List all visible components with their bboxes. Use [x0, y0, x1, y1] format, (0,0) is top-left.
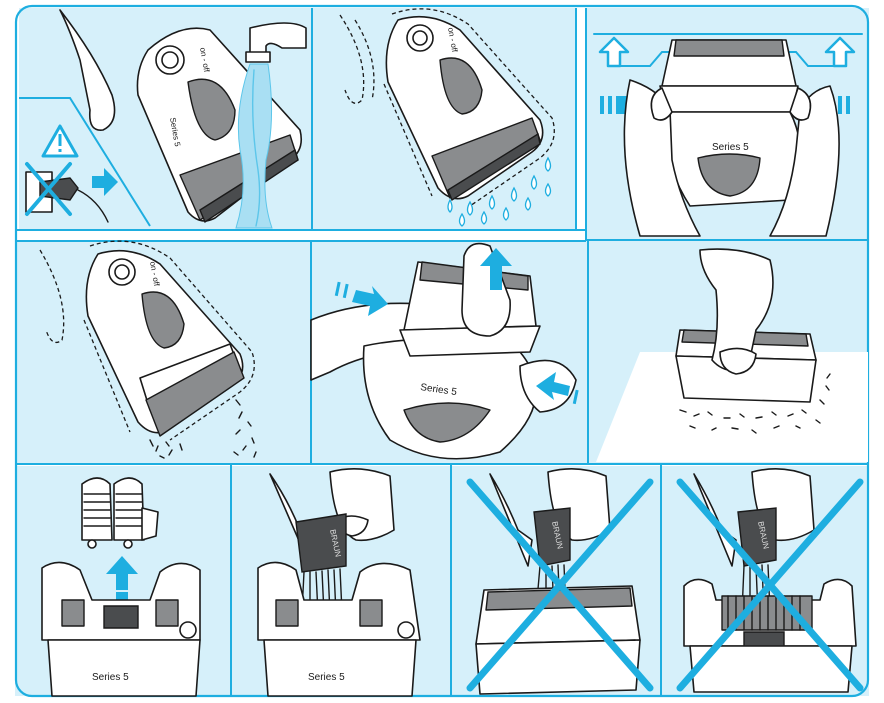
no-brush-foil-illustration: BRAUN	[466, 468, 654, 695]
switch-label-3: on - off	[148, 261, 161, 288]
no-brush-cutter-illustration: BRAUN	[676, 468, 864, 693]
hair-particles	[149, 399, 257, 459]
brand-label-panel7: Series 5	[92, 672, 129, 683]
tap-out-illustration: on - off	[39, 240, 257, 459]
shake-illustration: on - off	[339, 8, 555, 227]
brand-label-panel3: Series 5	[712, 142, 749, 153]
release-illustration: Series 5	[310, 242, 579, 460]
brand-label-panel5: Series 5	[420, 382, 458, 398]
hair-particles	[679, 373, 831, 434]
brand-label-panel8: Series 5	[308, 672, 345, 683]
cutter-block	[81, 477, 159, 549]
arrow-icon	[92, 168, 118, 196]
water-drop-icon	[447, 156, 552, 227]
cross-icon	[676, 478, 864, 692]
tap-surface-illustration	[596, 248, 868, 462]
warning-icon	[41, 124, 79, 158]
cross-icon	[25, 162, 72, 216]
switch-label: on - off	[198, 47, 211, 74]
faucet-icon	[245, 22, 307, 63]
rinse-illustration: on - off Series 5	[19, 9, 307, 229]
arrow-icon	[334, 248, 579, 405]
brush-cutter-illustration: BRAUN Series 5	[257, 468, 421, 697]
cross-icon	[466, 478, 654, 692]
remove-frame-illustration: Series 5	[593, 33, 863, 237]
remove-cutter-illustration: Series 5	[41, 477, 201, 697]
switch-label-2: on - off	[446, 27, 459, 54]
